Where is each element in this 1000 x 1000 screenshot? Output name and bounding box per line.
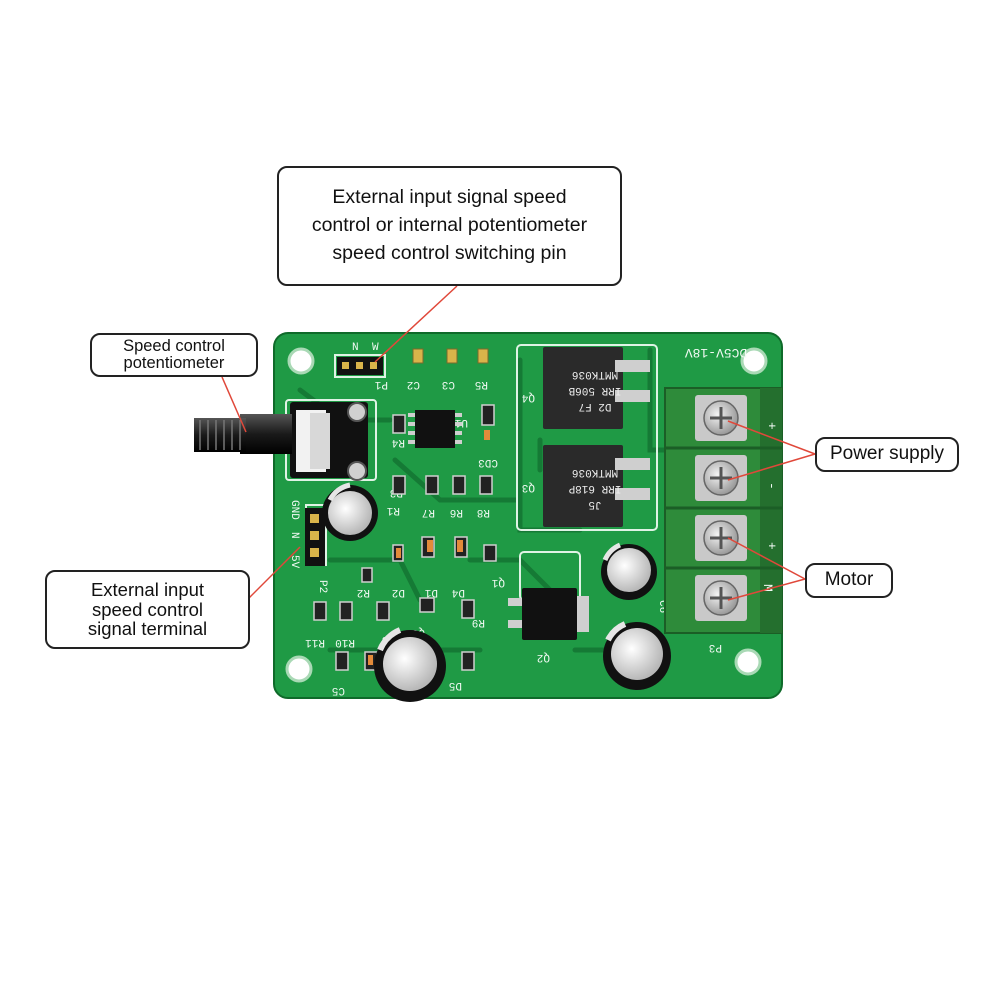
label-c3: C3 — [442, 378, 455, 390]
leader-lines — [221, 285, 816, 601]
ic-u1 — [408, 410, 462, 448]
label-r2: R2 — [357, 586, 370, 598]
leader-power-1 — [727, 420, 816, 455]
label-c5: C5 — [332, 684, 345, 696]
label-r8: R8 — [477, 506, 490, 518]
callout-motor: Motor — [805, 563, 893, 598]
leader-switch-pin — [374, 285, 458, 363]
leader-motor-1 — [727, 537, 806, 580]
mosfet-q4: MMTK036 IRR 506B D2 F7 — [543, 347, 650, 429]
leader-motor-2 — [727, 578, 806, 601]
label-p2: P2 — [316, 580, 328, 593]
screw-terminal-3[interactable] — [695, 515, 747, 561]
terminal-mark-2: - — [764, 482, 779, 490]
terminal-mark-3: + — [764, 542, 779, 550]
switching-pin-header[interactable] — [337, 357, 383, 375]
capacitor-c7 — [603, 621, 671, 690]
callout-external-input-line-1: External input — [90, 579, 205, 601]
label-d1: D1 — [424, 586, 438, 598]
callout-power-supply: Power supply — [815, 437, 959, 472]
label-c2: C2 — [407, 378, 420, 390]
label-gnd: GND — [288, 500, 300, 520]
label-q3: Q3 — [522, 481, 535, 493]
label-d2: D2 — [392, 586, 405, 598]
label-n-ext: N — [288, 532, 300, 539]
label-r4: R4 — [391, 436, 405, 448]
label-cd3: CD3 — [478, 456, 498, 468]
label-r1: R1 — [386, 504, 400, 516]
label-r6: R6 — [450, 506, 463, 518]
label-r7: R7 — [422, 506, 435, 518]
label-pin-n: N — [352, 342, 359, 354]
label-d4: D4 — [451, 586, 465, 598]
leader-power-2 — [727, 453, 816, 481]
q4-marking-2: IRR 506B — [568, 384, 621, 396]
screw-terminal-2[interactable] — [695, 455, 747, 501]
callout-potentiometer-line-1: Speed control — [123, 336, 225, 355]
callout-power-supply-label: Power supply — [829, 443, 945, 465]
label-q4: Q4 — [521, 391, 535, 403]
board-voltage-text: DC5V-18V — [685, 345, 748, 360]
callout-switching-pin-line-3: speed control switching pin — [332, 241, 567, 264]
terminal-mark-1: + — [764, 422, 779, 430]
speed-control-potentiometer[interactable] — [194, 402, 368, 481]
mosfet-q3: MMTK036 IRR 618P J5 — [543, 445, 650, 527]
label-5v: 5V — [288, 555, 300, 569]
label-r11: R11 — [305, 636, 325, 648]
callout-external-input-line-3: signal terminal — [87, 618, 208, 640]
transistor-q2 — [508, 588, 589, 640]
q3-marking-3: J5 — [588, 498, 601, 510]
callout-potentiometer: Speed control potentiometer — [90, 333, 258, 377]
callout-potentiometer-line-2: potentiometer — [123, 354, 225, 372]
callout-switching-pin: External input signal speed control or i… — [277, 166, 622, 286]
screw-terminal-4[interactable] — [695, 575, 747, 621]
capacitor-c5 — [374, 627, 446, 702]
capacitor-c6 — [601, 542, 657, 600]
terminal-mark-4: M — [760, 584, 775, 592]
callout-switching-pin-line-1: External input signal speed — [332, 186, 567, 209]
callout-external-input-line-2: speed control — [91, 598, 204, 620]
capacitor-c1 — [322, 482, 378, 541]
external-input-terminal[interactable] — [305, 508, 325, 566]
label-pin-w: W — [372, 342, 379, 354]
callout-external-input-terminal: External input speed control signal term… — [45, 570, 250, 649]
leader-potentiometer — [221, 376, 247, 433]
terminal-marks: + - + M — [760, 422, 779, 592]
label-q2: Q2 — [537, 651, 550, 663]
label-q1: Q1 — [491, 576, 505, 588]
label-p1: P1 — [374, 378, 388, 390]
label-r5: R5 — [475, 378, 488, 390]
board-silkscreen-text: DC5V-18V P1 C2 C3 R5 R4 U1 CD3 R1 R3 R7 … — [288, 342, 747, 696]
screw-terminal-1[interactable] — [695, 395, 747, 441]
leader-external-input — [248, 546, 301, 599]
label-p3: P3 — [709, 641, 722, 653]
label-r9: R9 — [472, 616, 485, 628]
q3-marking-2: IRR 618P — [568, 482, 621, 494]
label-d5: D5 — [449, 679, 462, 691]
callout-switching-pin-line-2: control or internal potentiometer — [311, 214, 588, 237]
callout-motor-label: Motor — [824, 569, 874, 591]
q4-marking-3: D2 F7 — [578, 400, 611, 412]
q3-marking-1: MMTK036 — [572, 466, 618, 478]
label-r10: R10 — [335, 636, 355, 648]
q4-marking-1: MMTK036 — [572, 368, 618, 380]
